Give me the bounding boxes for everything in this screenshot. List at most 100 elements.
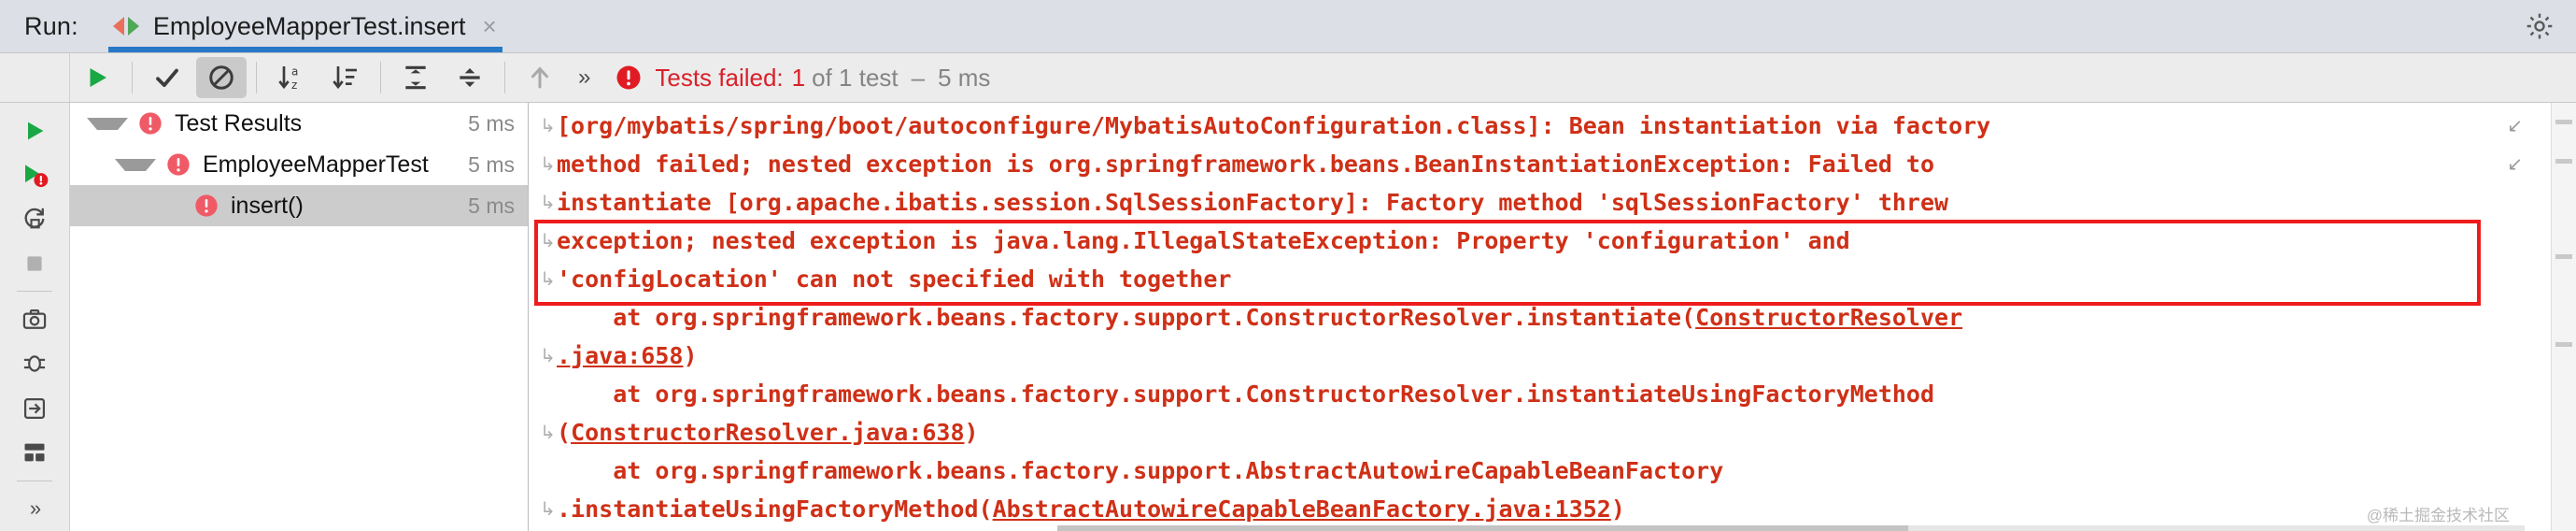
console-line: ↳instantiate [org.apache.ibatis.session.… — [529, 183, 2551, 222]
status-prefix: Tests failed: — [655, 63, 784, 92]
stacktrace-link[interactable]: AbstractAutowireCapableBeanFactory.java:… — [992, 495, 1611, 523]
wrap-indicator-icon: ↳ — [540, 497, 556, 520]
toolbar-left-gutter — [0, 53, 70, 102]
expand-all-button[interactable] — [390, 57, 441, 98]
status-duration: 5 ms — [938, 63, 991, 92]
strip-divider — [17, 291, 52, 293]
test-console-output[interactable]: ↳ [org/mybatis/spring/boot/autoconfigure/… — [529, 103, 2551, 531]
toggle-auto-test-icon[interactable] — [9, 197, 60, 241]
console-text: ) — [1610, 495, 1625, 523]
console-text: at org.springframework.beans.factory.sup… — [557, 380, 1935, 408]
run-actions-strip: » — [0, 103, 70, 531]
export-icon[interactable] — [9, 386, 60, 430]
toolbar-divider — [380, 62, 381, 93]
console-line: ↳.java:658) — [529, 337, 2551, 375]
error-icon — [137, 110, 163, 136]
stacktrace-link[interactable]: ConstructorResolver.java:638 — [571, 419, 965, 446]
toolbar-buttons: a z — [70, 53, 600, 102]
console-line: ↳exception; nested exception is java.lan… — [529, 222, 2551, 260]
thread-dump-icon[interactable] — [9, 342, 60, 386]
title-bar: Run: EmployeeMapperTest.insert × — [0, 0, 2576, 53]
console-text: [org/mybatis/spring/boot/autoconfigure/M… — [557, 112, 1991, 139]
run-label: Run: — [24, 11, 78, 40]
rerun-failed-tests-icon[interactable] — [9, 152, 60, 196]
tree-row-insert[interactable]: insert() 5 ms — [70, 185, 528, 226]
status-total: of 1 test — [812, 63, 899, 92]
tree-row-employee-mapper-test[interactable]: EmployeeMapperTest 5 ms — [70, 144, 528, 185]
tree-row-duration: 5 ms — [468, 151, 515, 177]
console-line: ↳'configLocation' can not specified with… — [529, 260, 2551, 298]
console-line: ↳ at org.springframework.beans.factory.s… — [529, 298, 2551, 337]
console-text: ( — [557, 419, 572, 446]
marker — [2555, 159, 2572, 164]
camera-icon[interactable] — [9, 297, 60, 341]
error-icon — [193, 193, 219, 219]
test-results-tree[interactable]: Test Results 5 ms EmployeeMapperTest 5 m… — [70, 103, 529, 531]
horizontal-scrollbar[interactable] — [1057, 525, 2525, 531]
wrap-indicator-icon: ↳ — [540, 344, 556, 366]
test-status: Tests failed: 1 of 1 test – 5 ms — [615, 64, 997, 93]
console-text: instantiate [org.apache.ibatis.session.S… — [557, 189, 1949, 216]
console-line: ↳.instantiateUsingFactoryMethod(Abstract… — [529, 490, 2551, 528]
svg-text:z: z — [291, 79, 297, 92]
tab-active-underline — [107, 47, 502, 52]
svg-text:a: a — [291, 65, 298, 78]
collapse-all-button[interactable] — [445, 57, 495, 98]
toolbar-divider — [256, 62, 257, 93]
layout-icon[interactable] — [9, 430, 60, 474]
status-failed-count: 1 — [791, 63, 806, 92]
console-line: ↳[org/mybatis/spring/boot/autoconfigure/… — [529, 107, 2551, 145]
rerun-button[interactable] — [72, 57, 122, 98]
tree-row-duration: 5 ms — [468, 110, 515, 136]
toolbar-overflow-button[interactable]: » — [578, 65, 590, 90]
stacktrace-link[interactable]: .java:658 — [557, 342, 684, 369]
console-text: exception; nested exception is java.lang… — [557, 227, 1850, 254]
show-ignored-button[interactable] — [196, 57, 247, 98]
console-text: .instantiateUsingFactoryMethod( — [557, 495, 993, 523]
status-separator: – — [911, 63, 926, 92]
close-icon[interactable]: × — [482, 12, 497, 40]
error-icon — [165, 151, 191, 178]
gear-icon[interactable] — [2524, 10, 2555, 42]
console-line: ↳ at org.springframework.beans.factory.s… — [529, 375, 2551, 413]
sort-by-duration-button[interactable] — [320, 57, 371, 98]
tree-row-duration: 5 ms — [468, 193, 515, 218]
console-text: ) — [683, 342, 698, 369]
chevron-right-icon[interactable]: » — [29, 496, 41, 521]
tree-row-label: insert() — [231, 192, 304, 219]
toolbar-divider — [504, 62, 505, 93]
console-text: at org.springframework.beans.factory.sup… — [557, 457, 1724, 484]
wrap-indicator-icon: ↳ — [540, 267, 556, 290]
sort-alphabetically-button[interactable]: a z — [266, 57, 317, 98]
wrap-indicator-icon: ↳ — [540, 421, 556, 443]
tree-row-test-results[interactable]: Test Results 5 ms — [70, 103, 528, 144]
test-toolbar: a z — [0, 53, 2576, 103]
main-area: » Test Results 5 ms — [0, 103, 2576, 531]
console-line: ↳ at org.springframework.beans.factory.s… — [529, 452, 2551, 490]
stacktrace-link[interactable]: ConstructorResolver — [1695, 304, 1963, 331]
stop-icon[interactable] — [9, 241, 60, 285]
chevron-down-icon[interactable] — [87, 117, 128, 130]
tab-employee-mapper-test[interactable]: EmployeeMapperTest.insert × — [107, 0, 502, 52]
line-wrap-arrow-icon: ↙ — [2507, 114, 2523, 136]
marker — [2555, 120, 2572, 124]
previous-failed-button[interactable] — [515, 57, 565, 98]
scrollbar-thumb[interactable] — [1057, 525, 1909, 531]
run-config-icon — [112, 12, 140, 40]
console-line: ↳method failed; nested exception is org.… — [529, 145, 2551, 183]
error-icon — [615, 64, 643, 92]
console-text: ) — [964, 419, 979, 446]
wrap-indicator-icon: ↳ — [540, 229, 556, 251]
rerun-tests-icon[interactable] — [9, 108, 60, 152]
console-marker-strip[interactable] — [2551, 103, 2576, 531]
tree-row-label: Test Results — [175, 109, 303, 136]
wrap-indicator-icon: ↳ — [540, 191, 556, 213]
show-passed-button[interactable] — [142, 57, 192, 98]
console-text: 'configLocation' can not specified with … — [557, 266, 1232, 293]
console-line: ↳(ConstructorResolver.java:638) — [529, 413, 2551, 452]
chevron-down-icon[interactable] — [115, 158, 156, 171]
watermark: @稀土掘金技术社区 — [2366, 507, 2510, 524]
line-wrap-arrow-icon: ↙ — [2507, 152, 2523, 175]
marker — [2555, 342, 2572, 347]
